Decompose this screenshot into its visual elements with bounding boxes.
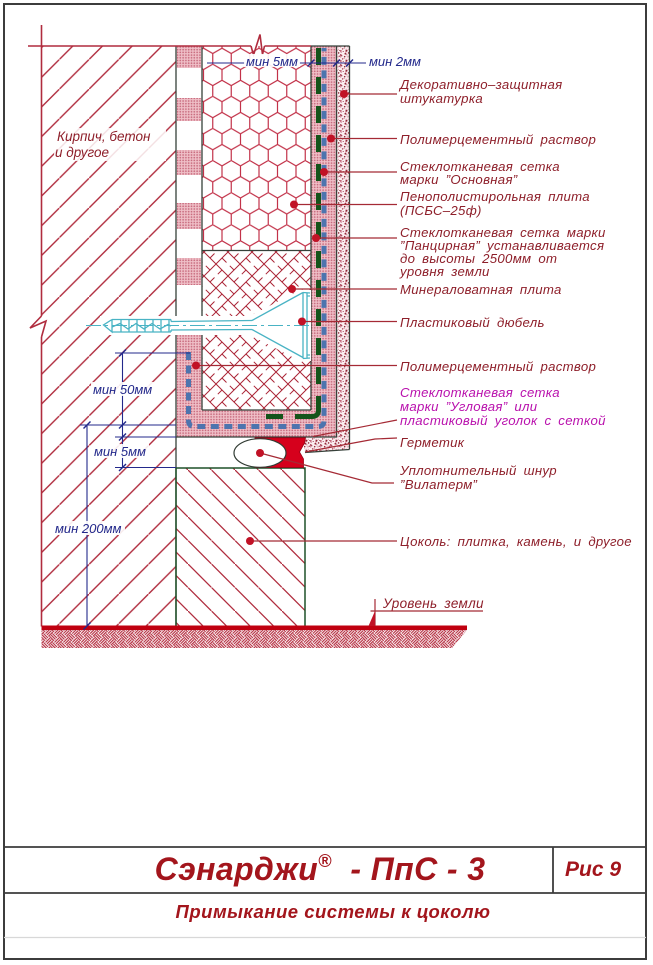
svg-text:Кирпич, бетон: Кирпич, бетон	[57, 129, 151, 144]
svg-text:Пенополистирольная плита: Пенополистирольная плита	[400, 189, 590, 204]
svg-text:Цоколь: плитка, камень, и друг: Цоколь: плитка, камень, и другое	[400, 534, 632, 549]
svg-text:Полимерцементный раствор: Полимерцементный раствор	[400, 359, 596, 374]
svg-text:Стеклотканевая сетка: Стеклотканевая сетка	[400, 385, 560, 400]
svg-text:марки ”Основная”: марки ”Основная”	[400, 172, 518, 187]
svg-text:Минераловатная плита: Минераловатная плита	[400, 282, 562, 297]
svg-text:марки ”Угловая” или: марки ”Угловая” или	[400, 399, 538, 414]
svg-text:и другое: и другое	[55, 145, 109, 160]
svg-text:мин 5мм: мин 5мм	[94, 444, 146, 459]
svg-text:Декоративно–защитная: Декоративно–защитная	[398, 77, 562, 92]
svg-text:Примыкание системы к цоколю: Примыкание системы к цоколю	[176, 901, 491, 922]
svg-text:”Вилатерм”: ”Вилатерм”	[400, 477, 478, 492]
svg-text:мин 50мм: мин 50мм	[93, 382, 152, 397]
svg-text:штукатурка: штукатурка	[400, 91, 483, 106]
svg-text:Стеклотканевая сетка: Стеклотканевая сетка	[400, 159, 560, 174]
svg-text:Сэнарджи® - ПпС - 3: Сэнарджи® - ПпС - 3	[155, 851, 486, 887]
svg-text:уровня земли: уровня земли	[399, 264, 490, 279]
svg-text:Герметик: Герметик	[400, 435, 465, 450]
svg-text:Уплотнительный шнур: Уплотнительный шнур	[399, 463, 557, 478]
svg-text:(ПСБС–25ф): (ПСБС–25ф)	[400, 203, 482, 218]
svg-text:до высоты 2500мм от: до высоты 2500мм от	[400, 251, 557, 266]
svg-text:Полимерцементный раствор: Полимерцементный раствор	[400, 132, 596, 147]
svg-text:Стеклотканевая сетка марки: Стеклотканевая сетка марки	[400, 225, 606, 240]
svg-text:Уровень земли: Уровень земли	[382, 596, 484, 611]
svg-text:Рис 9: Рис 9	[565, 858, 621, 881]
svg-text:мин 2мм: мин 2мм	[369, 54, 421, 69]
svg-text:мин 5мм: мин 5мм	[246, 54, 298, 69]
svg-text:”Панцирная” устанавливается: ”Панцирная” устанавливается	[400, 238, 604, 253]
svg-text:пластиковый уголок с сеткой: пластиковый уголок с сеткой	[400, 413, 606, 428]
svg-text:Пластиковый дюбель: Пластиковый дюбель	[400, 315, 545, 330]
svg-text:мин 200мм: мин 200мм	[55, 521, 122, 536]
